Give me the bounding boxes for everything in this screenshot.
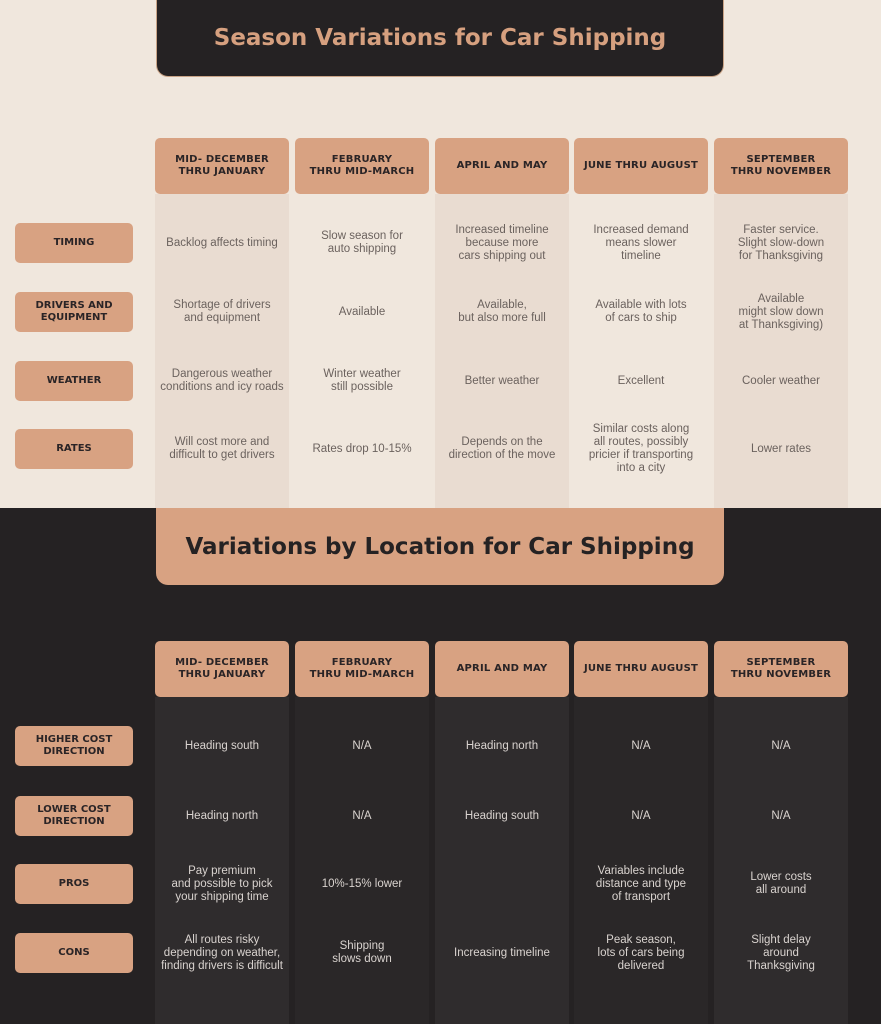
table-cell: Heading north	[185, 809, 259, 822]
table-cell: Available, but also more full	[458, 299, 546, 324]
table-cell: Will cost more and difficult to get driv…	[169, 436, 275, 461]
table-cell: Increasing timeline	[454, 946, 550, 959]
column-body	[155, 697, 289, 1024]
column-body	[155, 194, 289, 508]
column-body	[435, 697, 569, 1024]
table-cell: N/A	[352, 809, 372, 822]
table-cell: Cooler weather	[742, 374, 820, 387]
column-body	[295, 194, 429, 508]
row-label-rates: RATES	[15, 429, 133, 469]
table-cell: Variables include distance and type of t…	[595, 864, 687, 903]
row-label-pros: PROS	[15, 864, 133, 904]
column-body	[295, 697, 429, 1024]
row-label-cons: CONS	[15, 933, 133, 973]
table-cell: Lower costs all around	[750, 871, 812, 896]
table-cell: 10%-15% lower	[321, 877, 403, 890]
table-cell: Depends on the direction of the move	[448, 436, 556, 461]
table-cell: Increased demand means slower timeline	[593, 223, 689, 262]
table-cell: N/A	[352, 739, 372, 752]
row-label-weather: WEATHER	[15, 361, 133, 401]
column-body	[714, 194, 848, 508]
table-cell: All routes risky depending on weather, f…	[161, 933, 283, 972]
table-cell: Excellent	[617, 374, 665, 387]
table-cell: Heading south	[464, 809, 540, 822]
table-cell: Backlog affects timing	[166, 236, 278, 249]
table-cell: Shortage of drivers and equipment	[173, 299, 271, 324]
column-header: APRIL AND MAY	[435, 138, 569, 194]
location-title: Variations by Location for Car Shipping	[156, 508, 724, 585]
column-header: APRIL AND MAY	[435, 641, 569, 697]
table-cell: Increased timeline because more cars shi…	[455, 223, 549, 262]
table-cell: Winter weather still possible	[323, 368, 401, 393]
column-body	[435, 194, 569, 508]
column-header: FEBRUARY THRU MID-MARCH	[295, 641, 429, 697]
season-title: Season Variations for Car Shipping	[156, 0, 724, 77]
table-cell: Available might slow down at Thanksgivin…	[738, 292, 824, 331]
table-cell: N/A	[631, 739, 651, 752]
row-label-higher-cost: HIGHER COST DIRECTION	[15, 726, 133, 766]
table-cell	[435, 854, 569, 914]
column-body	[574, 697, 708, 1024]
table-cell: Peak season, lots of cars being delivere…	[597, 933, 685, 972]
table-cell: N/A	[771, 739, 791, 752]
table-cell: Shipping slows down	[332, 940, 392, 965]
column-header: MID- DECEMBER THRU JANUARY	[155, 138, 289, 194]
column-header: MID- DECEMBER THRU JANUARY	[155, 641, 289, 697]
table-cell: Pay premium and possible to pick your sh…	[171, 864, 273, 903]
location-section: Variations by Location for Car Shipping …	[0, 508, 881, 1024]
column-header: FEBRUARY THRU MID-MARCH	[295, 138, 429, 194]
table-cell: N/A	[631, 809, 651, 822]
column-header: SEPTEMBER THRU NOVEMBER	[714, 138, 848, 194]
table-cell: Better weather	[464, 374, 540, 387]
table-cell: Lower rates	[750, 442, 812, 455]
table-cell: Slow season for auto shipping	[321, 230, 403, 255]
season-section: Season Variations for Car Shipping MID- …	[0, 0, 881, 508]
table-cell: Available with lots of cars to ship	[595, 299, 687, 324]
column-header: SEPTEMBER THRU NOVEMBER	[714, 641, 848, 697]
table-cell: Heading south	[184, 739, 260, 752]
column-body	[574, 194, 708, 508]
column-header: JUNE THRU AUGUST	[574, 641, 708, 697]
table-cell: N/A	[771, 809, 791, 822]
row-label-lower-cost: LOWER COST DIRECTION	[15, 796, 133, 836]
row-label-drivers: DRIVERS AND EQUIPMENT	[15, 292, 133, 332]
table-cell: Dangerous weather conditions and icy roa…	[160, 368, 284, 393]
table-cell: Faster service. Slight slow-down for Tha…	[737, 223, 825, 262]
column-header: JUNE THRU AUGUST	[574, 138, 708, 194]
table-cell: Similar costs along all routes, possibly…	[588, 423, 694, 474]
table-cell: Heading north	[465, 739, 539, 752]
table-cell: Slight delay around Thanksgiving	[747, 933, 815, 972]
table-cell: Rates drop 10-15%	[312, 442, 412, 455]
table-cell: Available	[338, 305, 386, 318]
column-body	[714, 697, 848, 1024]
row-label-timing: TIMING	[15, 223, 133, 263]
